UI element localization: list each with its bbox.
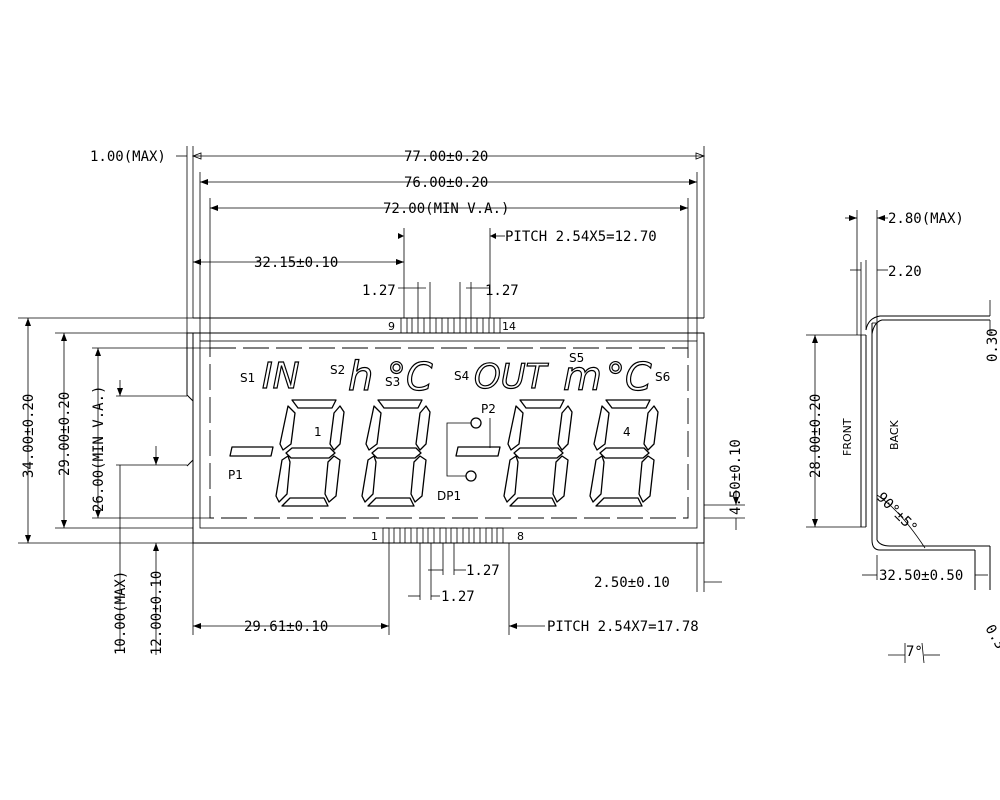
seven-segment-digits: 1 4 P1 P2 DP1 (228, 399, 659, 507)
pin-label-8: 8 (517, 530, 524, 543)
view-area-outline (209, 347, 689, 519)
dim-side-thickness: 2.20 (888, 264, 922, 280)
label-front: FRONT (841, 418, 854, 456)
digit-2 (361, 399, 431, 507)
front-view: 9 14 1 8 S1 IN S2 h S3 °C S4 OUT S5 m (186, 317, 705, 544)
dim-tilt-angle: 7° (906, 644, 923, 660)
colon-dot-lower (465, 470, 477, 482)
minus-sign-left (229, 446, 274, 457)
pin-label-14: 14 (502, 320, 516, 333)
right-dimensions: 4.50±0.10 (704, 439, 745, 530)
dim-bottom-gap-1: 1.27 (466, 563, 500, 579)
digit-label-1: 1 (314, 425, 322, 439)
left-step (186, 332, 194, 467)
dim-top-pin-offset: 32.15±0.10 (254, 255, 338, 271)
colon-dot-upper (470, 417, 482, 429)
segment-s2: S2 (330, 363, 345, 377)
segment-degc-1: °C (387, 355, 433, 399)
minus-sign-middle (455, 446, 501, 457)
dim-pin-length: 12.00±0.10 (149, 571, 165, 655)
dim-right-margin: 2.50±0.10 (594, 575, 670, 591)
segment-s4: S4 (454, 369, 469, 383)
dim-bottom-gap-2: 1.27 (441, 589, 475, 605)
dim-pin-length-max: 10.00(MAX) (113, 571, 129, 655)
bottom-pins: 1 8 (371, 527, 524, 544)
bottom-dimensions: 29.61±0.10 PITCH 2.54X7=17.78 1.27 1.27 … (192, 543, 722, 635)
dim-side-thickness-max: 2.80(MAX) (888, 211, 964, 227)
segment-s5: S5 (569, 351, 584, 365)
pin-label-9: 9 (388, 320, 395, 333)
pin-label-1: 1 (371, 530, 378, 543)
left-dimensions: 34.00±0.20 29.00±0.20 26.00(MIN V.A.) 10… (18, 317, 210, 655)
digit-3 (503, 399, 573, 507)
dim-height-glass: 29.00±0.20 (57, 392, 73, 476)
dim-bottom-pitch: PITCH 2.54X7=17.78 (547, 619, 699, 635)
segment-dp1: DP1 (437, 489, 461, 503)
dim-side-pin-thickness: 0.30 (985, 328, 1000, 362)
top-pins: 9 14 (388, 317, 516, 334)
digit-4 (589, 399, 659, 507)
dim-bottom-pin-offset: 29.61±0.10 (244, 619, 328, 635)
dim-height-overall: 34.00±0.20 (21, 394, 37, 478)
dim-bend-angle: 90°±5° (873, 490, 920, 537)
top-dimensions: 77.00±0.20 1.00(MAX) 76.00±0.20 72.00(MI… (90, 146, 706, 348)
segment-in: IN (262, 356, 300, 397)
dim-top-gap-left: 1.27 (362, 283, 396, 299)
lcd-glass-outline (199, 340, 698, 529)
digit-1 (275, 399, 345, 507)
dim-side-cut: 0.3 (982, 622, 1000, 652)
segment-out: OUT (474, 357, 549, 397)
dim-overall-width: 77.00±0.20 (404, 149, 488, 165)
digit-label-4: 4 (623, 425, 631, 439)
segment-p2: P2 (481, 402, 496, 416)
label-back: BACK (888, 419, 901, 450)
dim-right-step: 4.50±0.10 (728, 439, 744, 515)
segment-degc-2: °C (606, 355, 652, 399)
dim-top-pitch: PITCH 2.54X5=12.70 (505, 229, 657, 245)
segment-s6: S6 (655, 370, 670, 384)
dim-thickness-max-left: 1.00(MAX) (90, 149, 166, 165)
segment-m: m (563, 354, 602, 400)
dim-top-gap-right: 1.27 (485, 283, 519, 299)
colon-leader (446, 422, 471, 477)
segment-p1: P1 (228, 468, 243, 482)
segment-s3: S3 (385, 375, 400, 389)
dim-glass-width: 76.00±0.20 (404, 175, 488, 191)
side-view: 2.80(MAX) 2.20 0.30 28.00±0.20 FRONT BAC… (806, 210, 1000, 664)
dim-side-height: 28.00±0.20 (808, 394, 824, 478)
dim-height-view: 26.00(MIN V.A.) (91, 386, 107, 512)
segment-h: h (348, 354, 373, 400)
dim-side-pin-length: 32.50±0.50 (879, 568, 963, 584)
dim-view-area-width: 72.00(MIN V.A.) (383, 201, 509, 217)
segment-s1: S1 (240, 371, 255, 385)
